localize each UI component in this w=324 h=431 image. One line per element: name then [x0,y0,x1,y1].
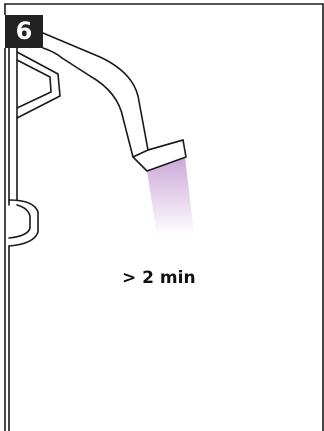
duration-label: > 2 min [122,268,196,288]
step-number: 6 [16,17,33,45]
step-number-badge: 6 [5,15,43,48]
